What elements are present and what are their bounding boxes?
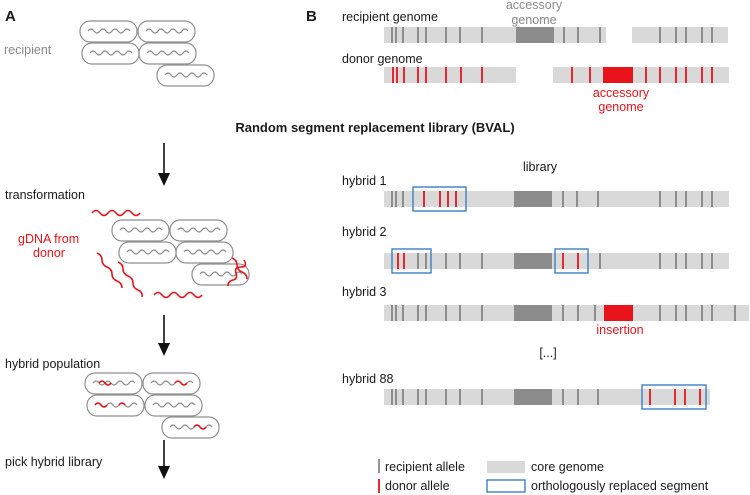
hybrid-1-track	[384, 186, 729, 212]
hybrid-2-track	[384, 248, 729, 274]
panel-b-label: B	[306, 8, 317, 25]
figure-title: Random segment replacement library (BVAL…	[235, 120, 514, 135]
hybrid-1-label: hybrid 1	[342, 174, 387, 188]
recipient-genome-label: recipient genome	[342, 10, 438, 24]
hybrid-population-cells	[84, 372, 220, 439]
ellipsis-label: [...]	[539, 346, 556, 360]
recipient-cells	[79, 20, 215, 87]
hybrid-population-label: hybrid population	[5, 357, 100, 371]
legend-donor-allele: donor allele	[385, 479, 450, 493]
legend-core-genome: core genome	[531, 460, 604, 474]
recipient-genome-track	[384, 27, 728, 43]
pick-hybrid-library-label: pick hybrid library	[5, 455, 103, 469]
panel-a-label: A	[5, 8, 16, 25]
transformation-label: transformation	[5, 188, 85, 202]
legend-replaced-segment: orthologously replaced segment	[531, 479, 709, 493]
gdna-label-line1: gDNA from	[18, 232, 79, 246]
recipient-label: recipient	[4, 43, 52, 57]
donor-genome-track	[384, 67, 729, 83]
donor-dna-fragments	[91, 209, 248, 299]
hybrid-3-track	[384, 305, 749, 321]
hybrid-2-label: hybrid 2	[342, 225, 387, 239]
hybrid-3-label: hybrid 3	[342, 285, 387, 299]
transformation-cells	[111, 219, 250, 286]
legend-core-genome-swatch	[487, 461, 525, 473]
accessory-genome-donor-line1: accessory	[593, 86, 650, 100]
gdna-label-line2: donor	[33, 246, 65, 260]
legend-recipient-allele: recipient allele	[385, 460, 465, 474]
hybrid-88-label: hybrid 88	[342, 372, 393, 386]
legend-replaced-segment-swatch	[486, 479, 526, 493]
accessory-genome-top-line2: genome	[511, 13, 556, 27]
accessory-genome-top-line1: accessory	[506, 0, 563, 12]
hybrid-88-track	[384, 384, 710, 410]
donor-genome-label: donor genome	[342, 52, 423, 66]
accessory-genome-donor-line2: genome	[598, 100, 643, 114]
flow-arrows	[158, 143, 170, 479]
legend: recipient allele donor allele core genom…	[378, 459, 709, 493]
library-label: library	[523, 160, 558, 174]
insertion-label: insertion	[596, 323, 643, 337]
